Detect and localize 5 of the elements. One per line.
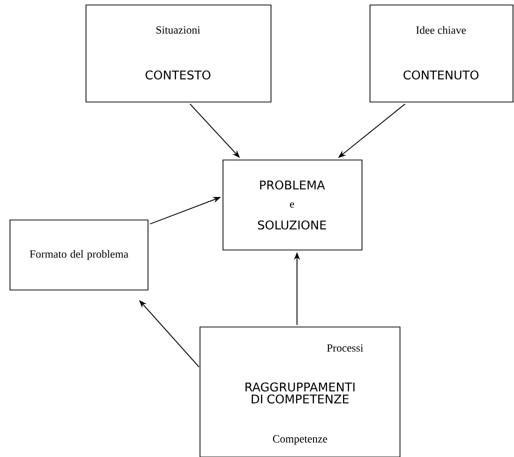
text-box: Processi RAGGRUPPAMENTI DI COMPETENZE Competenze — [200, 326, 400, 457]
text-box: PROBLEMA e SOLUZIONE — [222, 160, 362, 250]
text-box: Idee chiave CONTENUTO — [370, 4, 514, 102]
text-box: Situazioni CONTESTO — [86, 4, 272, 102]
text-box: Formato del problema — [10, 220, 148, 290]
